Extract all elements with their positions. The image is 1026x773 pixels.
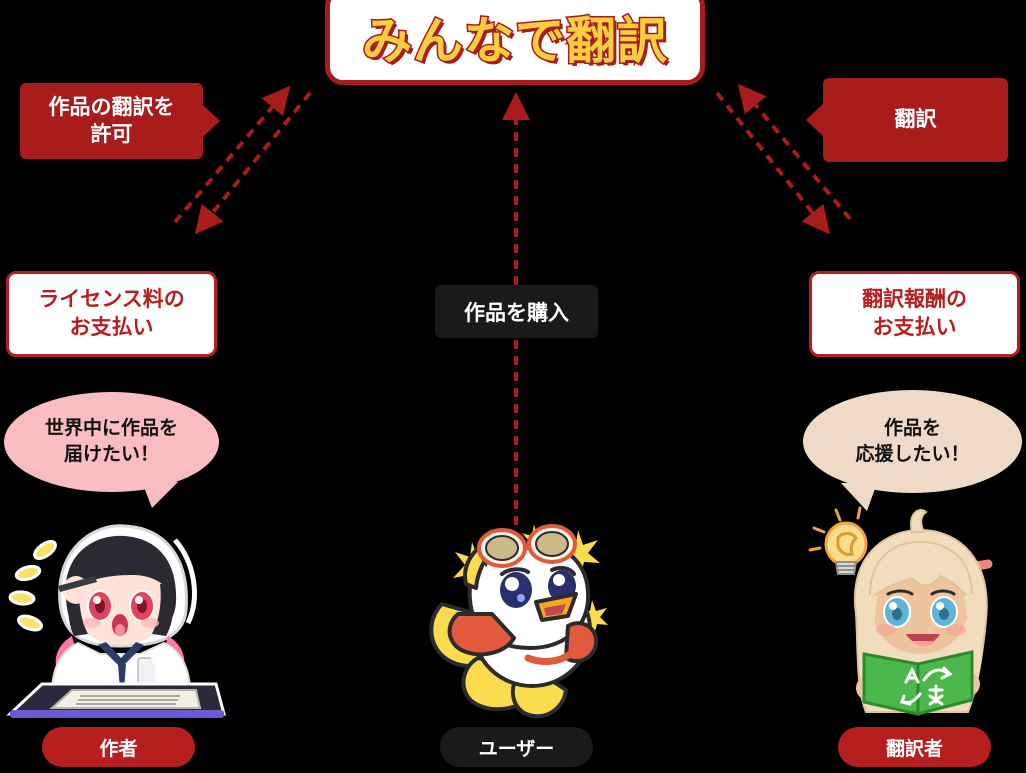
role-pill-author: 作者 bbox=[42, 727, 195, 767]
label-translate-text: 翻訳 bbox=[894, 108, 937, 132]
label-purchase-work-text: 作品を購入 bbox=[464, 301, 569, 325]
page-title-text: みんなで翻訳 bbox=[361, 11, 669, 70]
speech-bubble-author: 世界中に作品を 届けたい！ bbox=[4, 392, 219, 508]
arrow-tail-left-icon bbox=[806, 103, 824, 137]
label-translation-reward-payment-text: 翻訳報酬の お支払い bbox=[862, 287, 967, 339]
arrow-right-down bbox=[715, 91, 830, 235]
speech-bubble-translator: 作品を 応援したい！ bbox=[803, 390, 1022, 511]
role-pill-user: ユーザー bbox=[440, 727, 593, 767]
role-pill-author-text: 作者 bbox=[99, 738, 138, 760]
user-character-illustration bbox=[429, 524, 608, 719]
page-title-logo: みんなで翻訳 bbox=[325, 0, 705, 85]
label-translate: 翻訳 bbox=[806, 78, 1008, 162]
role-pill-translator-text: 翻訳者 bbox=[885, 738, 943, 760]
label-license-fee-payment: ライセンス料の お支払い bbox=[6, 271, 217, 357]
speech-bubble-author-text: 世界中に作品を 届けたい！ bbox=[44, 418, 178, 465]
translator-character-illustration bbox=[808, 506, 993, 716]
role-pill-user-text: ユーザー bbox=[478, 738, 555, 760]
speech-bubble-translator-text: 作品を 応援したい！ bbox=[855, 417, 970, 465]
label-license-fee-payment-text: ライセンス料の お支払い bbox=[38, 287, 185, 339]
arrow-tail-right-icon bbox=[202, 104, 220, 138]
label-translation-reward-payment: 翻訳報酬の お支払い bbox=[809, 271, 1020, 357]
label-allow-translation: 作品の翻訳を 許可 bbox=[20, 83, 220, 159]
speech-bubble-tail-icon bbox=[841, 483, 877, 511]
label-purchase-work: 作品を購入 bbox=[435, 285, 598, 338]
author-character-illustration bbox=[6, 524, 226, 718]
arrow-left-down bbox=[194, 91, 312, 235]
label-allow-translation-text: 作品の翻訳を 許可 bbox=[48, 95, 175, 146]
speech-bubble-tail-icon bbox=[142, 482, 178, 508]
role-pill-translator: 翻訳者 bbox=[838, 727, 991, 767]
